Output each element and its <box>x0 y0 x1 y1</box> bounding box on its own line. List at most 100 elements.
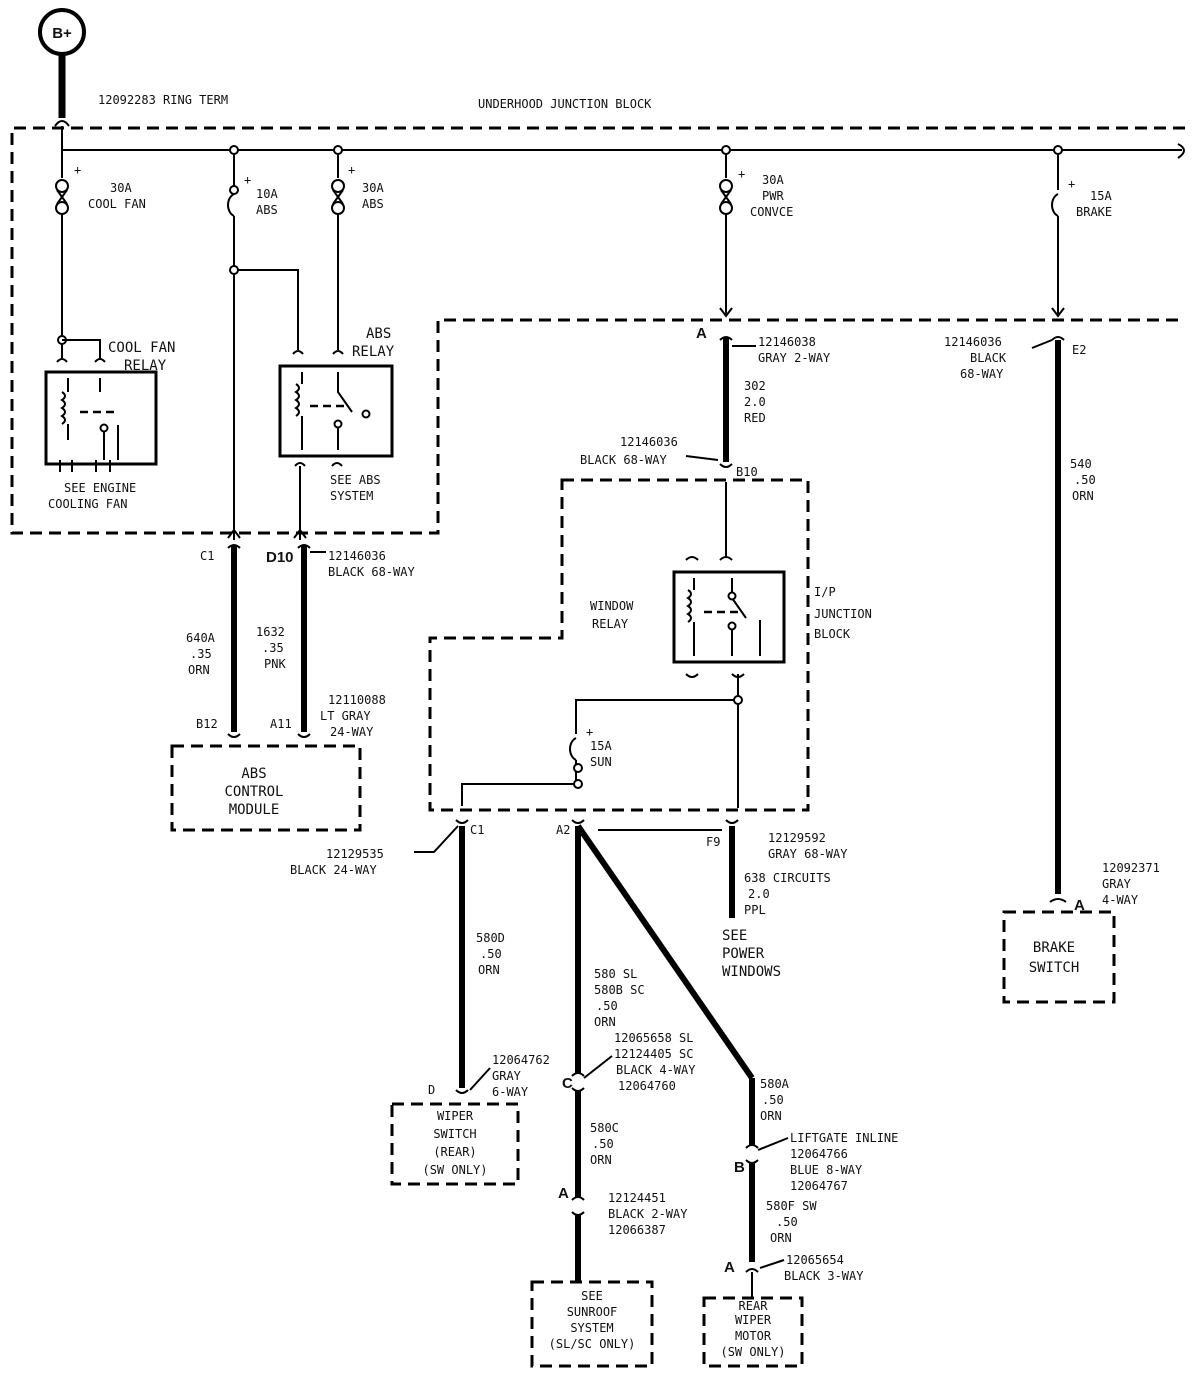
conn-d-line2: GRAY <box>492 1069 522 1083</box>
wire-1632-1: 1632 <box>256 625 285 639</box>
wire-540-3: ORN <box>1072 489 1094 503</box>
conn-a-wiper-pin: A <box>724 1259 735 1276</box>
ip-junction-line3: BLOCK <box>814 627 851 641</box>
conn-e2-line2: BLACK <box>970 351 1007 365</box>
conn-c1d10-line1: 12146036 <box>328 549 386 563</box>
wire-580-4: ORN <box>594 1015 616 1029</box>
abs-module-line1: ABS <box>241 766 266 782</box>
abs-relay-line1: ABS <box>366 326 391 342</box>
fuse-pwr-name1: PWR <box>762 189 784 203</box>
conn-a-wiper-line2: BLACK 3-WAY <box>784 1269 864 1283</box>
pwr-convce-branch <box>719 145 733 318</box>
wire-580d-2: .50 <box>480 947 502 961</box>
wiper-switch-4: (SW ONLY) <box>422 1163 487 1177</box>
fuse-sun-rating: 15A <box>590 739 612 753</box>
rear-wiper-4: (SW ONLY) <box>720 1345 785 1359</box>
abs-relay <box>278 364 394 458</box>
conn-c-line3: BLACK 4-WAY <box>616 1063 696 1077</box>
conn-c1d10-line2: BLACK 68-WAY <box>328 565 415 579</box>
sunroof-4: (SL/SC ONLY) <box>549 1337 636 1351</box>
fuse-brake-name: BRAKE <box>1076 205 1112 219</box>
wire-580a-2: .50 <box>762 1093 784 1107</box>
abs-control-module <box>170 744 362 832</box>
conn-c1-lower-line2: BLACK 24-WAY <box>290 863 377 877</box>
cool-fan-branch <box>55 126 106 363</box>
rear-wiper-1: REAR <box>739 1299 769 1313</box>
wiper-switch-1: WIPER <box>437 1109 474 1123</box>
fuse-pwr-rating: 30A <box>762 173 784 187</box>
wire-638-3: PPL <box>744 903 766 917</box>
abs10-branch <box>227 145 304 540</box>
conn-c1-upper: C1 <box>200 549 214 563</box>
conn-b10-pin: B10 <box>736 465 758 479</box>
conn-b-line4: 12064767 <box>790 1179 848 1193</box>
wiper-switch-2: SWITCH <box>433 1127 476 1141</box>
conn-brake-line3: 4-WAY <box>1102 893 1139 907</box>
cool-fan-relay-line2: RELAY <box>124 358 167 374</box>
see-engine-line1: SEE ENGINE <box>64 481 136 495</box>
brake-branch <box>1051 145 1065 318</box>
fuse-abs30-rating: 30A <box>362 181 384 195</box>
conn-c1-lower-pin: C1 <box>470 823 484 837</box>
battery-label: B+ <box>52 25 72 42</box>
wire-580d-1: 580D <box>476 931 505 945</box>
conn-e2-pin: E2 <box>1072 343 1086 357</box>
rear-wiper-motor <box>702 1296 804 1368</box>
battery-terminal: B+ <box>38 8 86 127</box>
sunroof-system <box>530 1280 654 1368</box>
wire-580a-1: 580A <box>760 1077 790 1091</box>
wire-638-2: 2.0 <box>748 887 770 901</box>
conn-a-top-line1: 12146038 <box>758 335 816 349</box>
conn-b12a11-line2: LT GRAY <box>320 709 371 723</box>
conn-b12: B12 <box>196 717 218 731</box>
fuse-sun-name: SUN <box>590 755 612 769</box>
see-abs-line1: SEE ABS <box>330 473 381 487</box>
fuse-abs10-name: ABS <box>256 203 278 217</box>
conn-brake-line2: GRAY <box>1102 877 1132 891</box>
sunroof-1: SEE <box>581 1289 603 1303</box>
wire-580c-2: .50 <box>592 1137 614 1151</box>
fuse-cool-fan-rating: 30A <box>110 181 132 195</box>
underhood-junction-block <box>10 126 1185 535</box>
wire-580d-3: ORN <box>478 963 500 977</box>
see-power-1: SEE <box>722 928 747 944</box>
rear-wiper-3: MOTOR <box>735 1329 772 1343</box>
fuse-abs30-name: ABS <box>362 197 384 211</box>
wire-640a-3: ORN <box>188 663 210 677</box>
conn-a-sun-line1: 12124451 <box>608 1191 666 1205</box>
fuse-cool-fan-name: COOL FAN <box>88 197 146 211</box>
see-power-3: WINDOWS <box>722 964 781 980</box>
see-abs-line2: SYSTEM <box>330 489 373 503</box>
wire-638-1: 638 CIRCUITS <box>744 871 831 885</box>
wire-540-1: 540 <box>1070 457 1092 471</box>
wire-302-3: RED <box>744 411 766 425</box>
wire-1632-3: PNK <box>264 657 286 671</box>
plus-pwr: + <box>738 167 745 181</box>
conn-a-top-line2: GRAY 2-WAY <box>758 351 831 365</box>
sunroof-2: SUNROOF <box>567 1305 618 1319</box>
conn-b-line1: LIFTGATE INLINE <box>790 1131 898 1145</box>
rear-wiper-2: WIPER <box>735 1313 772 1327</box>
conn-b-line3: BLUE 8-WAY <box>790 1163 863 1177</box>
conn-b10-line1: 12146036 <box>620 435 678 449</box>
conn-e2-line1: 12146036 <box>944 335 1002 349</box>
cool-fan-relay-line1: COOL FAN <box>108 340 175 356</box>
abs30-branch <box>331 145 345 355</box>
conn-c1-lower-line1: 12129535 <box>326 847 384 861</box>
wire-580c-3: ORN <box>590 1153 612 1167</box>
plus-abs10: + <box>244 173 251 187</box>
conn-c-line2: 12124405 SC <box>614 1047 693 1061</box>
conn-a-sun-line3: 12066387 <box>608 1223 666 1237</box>
sunroof-3: SYSTEM <box>570 1321 613 1335</box>
conn-a-top-pin: A <box>696 325 707 342</box>
abs-relay-line2: RELAY <box>352 344 395 360</box>
wire-580-2: 580B SC <box>594 983 645 997</box>
wire-580-1: 580 SL <box>594 967 637 981</box>
window-relay <box>672 570 786 664</box>
wire-580-3: .50 <box>596 999 618 1013</box>
conn-e2-line3: 68-WAY <box>960 367 1004 381</box>
wire-640a-2: .35 <box>190 647 212 661</box>
conn-b10-line2: BLACK 68-WAY <box>580 453 667 467</box>
conn-b12a11-line1: 12110088 <box>328 693 386 707</box>
